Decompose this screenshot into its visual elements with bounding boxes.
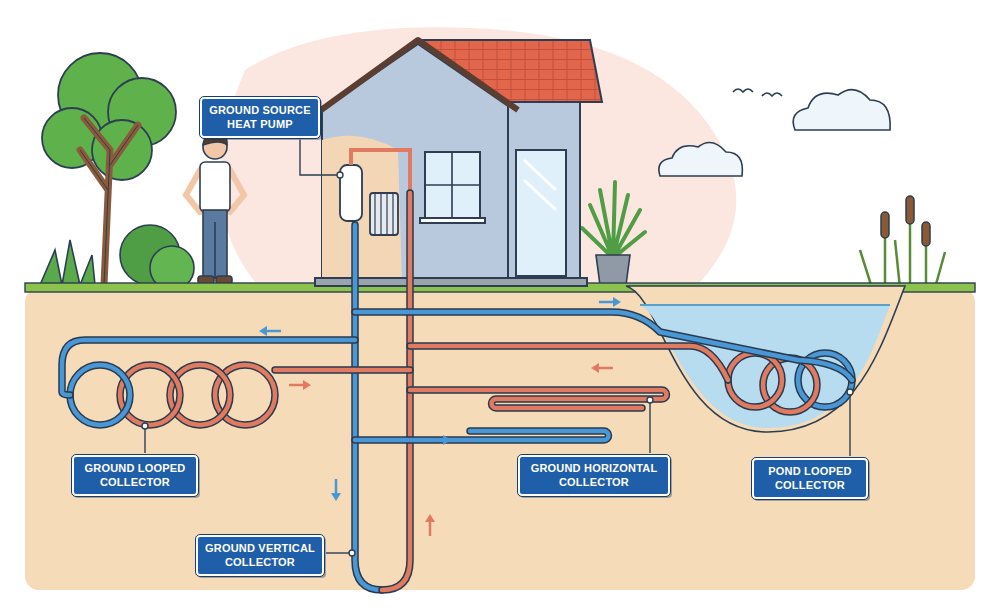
leader-line bbox=[849, 392, 850, 456]
pipe-outline bbox=[410, 390, 667, 408]
cattails-part bbox=[860, 196, 945, 288]
soil bbox=[25, 283, 975, 590]
plant-pot bbox=[582, 182, 645, 285]
flow-arrow-head bbox=[259, 326, 267, 336]
house-part bbox=[516, 150, 566, 276]
birds-part bbox=[762, 93, 782, 96]
pipe bbox=[275, 368, 410, 373]
label-text: GROUND SOURCE HEAT PUMP bbox=[208, 103, 312, 132]
label-box: GROUND LOOPED COLLECTOR bbox=[72, 455, 198, 496]
leader-line bbox=[144, 426, 145, 453]
pipe bbox=[70, 365, 130, 425]
leader-dot bbox=[647, 397, 653, 403]
label-box: POND LOOPED COLLECTOR bbox=[752, 458, 868, 499]
leader-line bbox=[649, 400, 650, 453]
leader-dot bbox=[337, 172, 343, 178]
clouds-part bbox=[659, 143, 743, 176]
flow-arrow bbox=[599, 297, 621, 307]
cattails bbox=[860, 196, 945, 288]
flow-arrow-head bbox=[591, 363, 599, 373]
pipe-outline bbox=[355, 312, 852, 380]
sky-background-part bbox=[220, 27, 737, 282]
soil-part bbox=[25, 288, 975, 590]
heat-pump-unit-part bbox=[370, 193, 398, 235]
pipe bbox=[410, 346, 728, 380]
pipe-outline bbox=[728, 353, 782, 407]
birds bbox=[733, 89, 782, 96]
birds-part bbox=[733, 89, 753, 92]
label-text: GROUND VERTICAL COLLECTOR bbox=[204, 541, 316, 570]
flow-arrow bbox=[429, 435, 451, 445]
flow-arrow-head bbox=[425, 514, 435, 522]
flow-arrow-head bbox=[613, 297, 621, 307]
heat-pump-unit bbox=[340, 150, 410, 235]
leader-lines bbox=[142, 140, 853, 556]
pipe bbox=[355, 312, 852, 380]
pipe-outline bbox=[410, 346, 728, 380]
house-part bbox=[322, 44, 508, 282]
pipe-outline bbox=[275, 366, 410, 374]
heat-pump-unit-part bbox=[375, 193, 393, 235]
bushes bbox=[40, 225, 194, 290]
leader-dot bbox=[349, 550, 355, 556]
bushes-part bbox=[40, 240, 95, 285]
flow-arrow-head bbox=[443, 435, 451, 445]
plant-pot-part bbox=[596, 255, 630, 285]
pipe-outline bbox=[70, 365, 130, 425]
cattails-part bbox=[881, 212, 889, 238]
house-part bbox=[322, 136, 402, 282]
person-part bbox=[214, 222, 216, 278]
house-part bbox=[524, 160, 556, 210]
heat-pump-unit-part bbox=[351, 150, 410, 193]
flow-arrow-head bbox=[303, 380, 311, 390]
pipe bbox=[382, 193, 410, 590]
leader-line bbox=[326, 552, 352, 553]
house-part bbox=[310, 40, 518, 118]
person-part bbox=[200, 162, 230, 212]
person-part bbox=[203, 210, 227, 278]
leader-line bbox=[300, 140, 340, 175]
flow-arrow-head bbox=[331, 493, 341, 501]
flow-arrow bbox=[289, 380, 311, 390]
house-part bbox=[425, 152, 480, 218]
clouds-part bbox=[793, 90, 890, 130]
flow-arrow bbox=[331, 479, 341, 501]
label-text: GROUND HORIZONTAL COLLECTOR bbox=[526, 461, 662, 490]
pipes bbox=[62, 193, 852, 590]
label-text: GROUND LOOPED COLLECTOR bbox=[80, 461, 190, 490]
plant-pot-part bbox=[582, 182, 645, 258]
pipe-outline bbox=[355, 431, 609, 440]
pond bbox=[626, 286, 905, 432]
pond-part bbox=[626, 286, 905, 432]
leader-dot bbox=[847, 389, 853, 395]
pipe bbox=[410, 390, 667, 408]
label-box: GROUND SOURCE HEAT PUMP bbox=[200, 97, 320, 138]
clouds bbox=[659, 90, 890, 176]
label-text: POND LOOPED COLLECTOR bbox=[760, 464, 860, 493]
pipe-outline bbox=[355, 225, 382, 590]
house-part bbox=[508, 102, 580, 282]
person bbox=[186, 133, 244, 284]
pipe bbox=[355, 225, 382, 590]
house-part bbox=[420, 218, 485, 223]
cattails-part bbox=[922, 222, 930, 246]
pond-part bbox=[640, 305, 890, 428]
pipe bbox=[355, 431, 609, 440]
flow-arrow bbox=[591, 363, 613, 373]
leader-dot bbox=[142, 423, 148, 429]
label-box: GROUND VERTICAL COLLECTOR bbox=[196, 535, 324, 576]
pipe-outline bbox=[382, 193, 410, 590]
house-part bbox=[425, 152, 480, 218]
pond-part bbox=[640, 304, 890, 306]
label-box: GROUND HORIZONTAL COLLECTOR bbox=[518, 455, 670, 496]
flow-arrow bbox=[425, 514, 435, 536]
cattails-part bbox=[906, 196, 914, 224]
pipe bbox=[728, 353, 782, 407]
flow-arrow bbox=[259, 326, 281, 336]
